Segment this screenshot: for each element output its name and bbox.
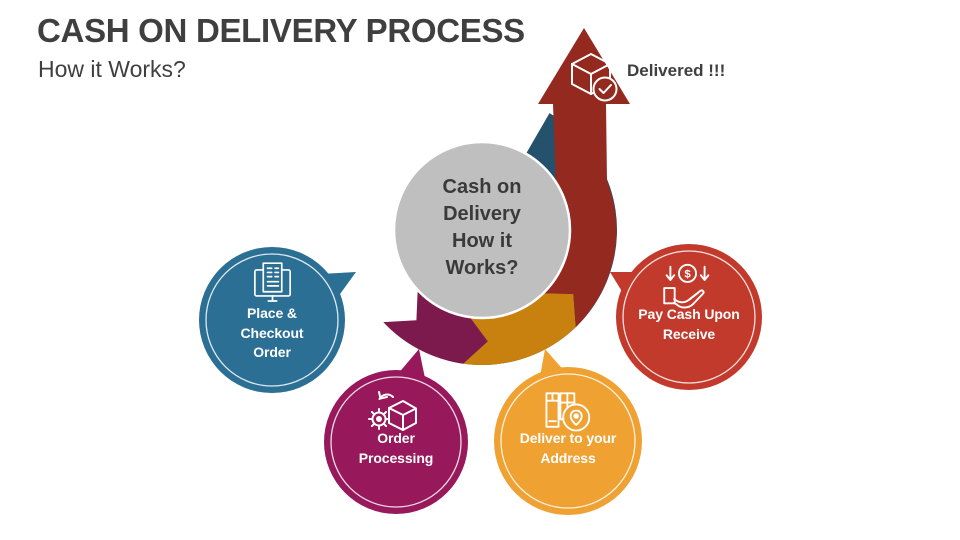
step-label-line: Order bbox=[253, 344, 291, 360]
center-circle bbox=[392, 140, 572, 320]
step-label-place-checkout-order: Place & Checkout Order bbox=[192, 304, 352, 363]
step-circle-order-processing bbox=[324, 370, 468, 514]
center-line: Cash on bbox=[442, 176, 522, 198]
step-label-line: Order bbox=[377, 430, 415, 446]
delivered-label: Delivered !!! bbox=[627, 61, 726, 80]
step-label-line: Receive bbox=[662, 325, 716, 342]
ring-segment-orange bbox=[463, 293, 576, 366]
ring-segment-purple bbox=[383, 290, 488, 364]
step-label-order-processing: Order Processing bbox=[316, 429, 476, 468]
center-line: Works? bbox=[445, 257, 519, 279]
step-label-line: Pay Cash Upon bbox=[638, 306, 740, 322]
step-circle-deliver-address bbox=[494, 367, 642, 515]
step-label-line: Checkout bbox=[240, 324, 304, 341]
step-label-line: Deliver to your bbox=[519, 430, 617, 446]
page-subtitle: How it Works? bbox=[38, 56, 186, 82]
step-label-deliver-to-address: Deliver to your Address bbox=[488, 429, 648, 468]
step-circle-pay-cash bbox=[616, 244, 762, 390]
dollar-glyph: $ bbox=[684, 269, 691, 281]
step-circle-place-order bbox=[199, 247, 345, 393]
order-receipt-icon bbox=[254, 262, 292, 302]
center-line: How it bbox=[452, 230, 512, 252]
step-label-line: Processing bbox=[358, 449, 434, 466]
step-label-line: Place & bbox=[247, 305, 297, 321]
delivered-package-icon bbox=[571, 53, 618, 102]
center-line: Delivery bbox=[443, 203, 521, 225]
delivered-arrow bbox=[538, 28, 630, 328]
step-label-line: Address bbox=[540, 449, 596, 466]
delivery-address-icon bbox=[545, 392, 591, 432]
step-label-pay-cash-upon-receive: Pay Cash Upon Receive bbox=[609, 305, 769, 344]
order-processing-icon bbox=[368, 391, 417, 431]
page-title: CASH ON DELIVERY PROCESS bbox=[37, 12, 525, 49]
cash-payment-icon: $ bbox=[663, 263, 710, 309]
center-circle-label: Cash on Delivery How it Works? bbox=[397, 174, 567, 282]
